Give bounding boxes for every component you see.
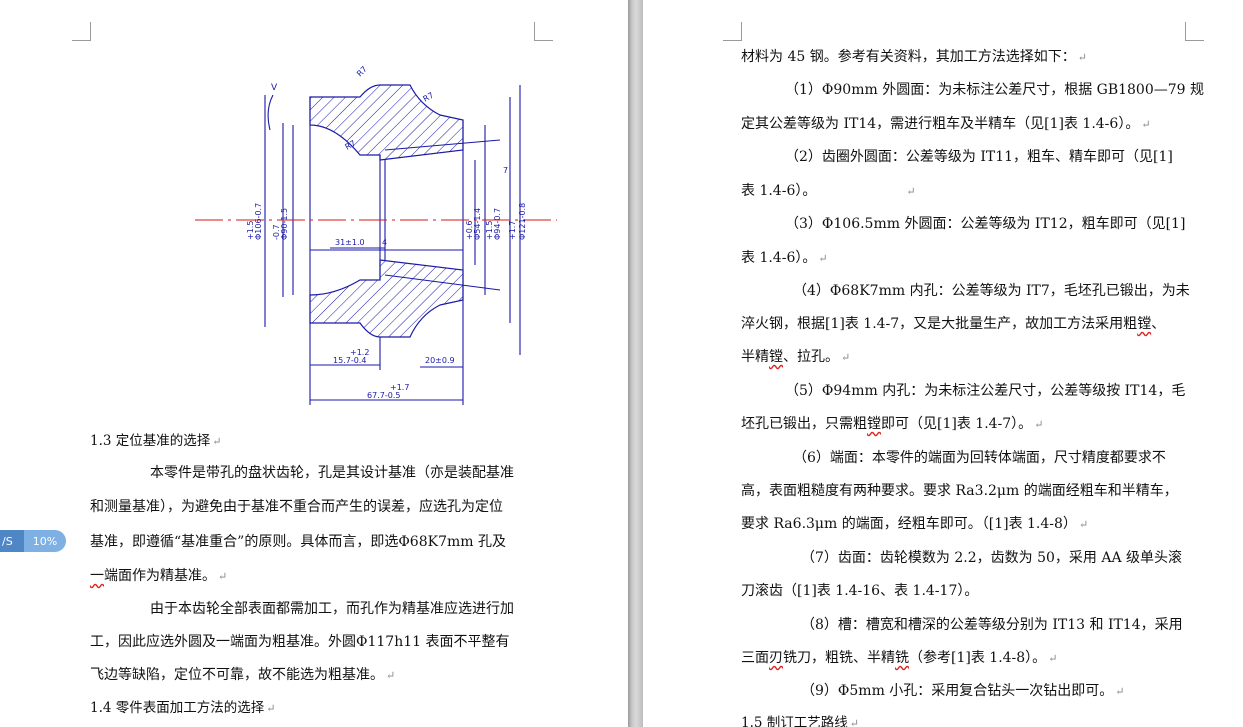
- section-heading-1-3: 1.3 定位基准的选择↵: [90, 433, 222, 449]
- list-item-3: （3）Φ106.5mm 外圆面：公差等级为 IT12，粗车即可（见[1]: [785, 216, 1186, 232]
- label-d-left2-tol: -0.7: [272, 224, 281, 240]
- section-heading-1-4: 1.4 零件表面加工方法的选择↵: [90, 700, 276, 716]
- zoom-indicator[interactable]: /S 10%: [0, 530, 66, 552]
- label-dim-31: 31±1.0: [335, 238, 365, 247]
- section-lower: [309, 259, 464, 338]
- document-page-left: R7 R7 R7 V +1.5 Φ106-0.7 -0.7 Φ90-1.5 +0…: [0, 22, 557, 716]
- label-right-tick: 7: [503, 166, 508, 175]
- paragraph-line: 表 1.4-6）。↵: [741, 183, 916, 199]
- paragraph-line: 由于本齿轮全部表面都需加工，而孔作为精基准应选进行加: [150, 601, 514, 617]
- crop-mark-top-left: [723, 22, 742, 41]
- label-d-left2: Φ90-1.5: [280, 208, 289, 240]
- section-upper: [309, 84, 464, 161]
- list-item-6: （6）端面：本零件的端面为回转体端面，尺寸精度都要求不: [793, 450, 1166, 466]
- label-d-left-tol: +1.5: [246, 221, 255, 240]
- zoom-indicator-left: /S: [0, 530, 24, 552]
- list-item-9: （9）Φ5mm 小孔：采用复合钻头一次钻出即可。↵: [801, 683, 1125, 699]
- label-d-outer: Φ121-0.8: [518, 203, 527, 240]
- list-item-8: （8）槽：槽宽和槽深的公差等级分别为 IT13 和 IT14，采用: [801, 617, 1183, 633]
- paragraph-line: 飞边等缺陷，定位不可靠，故不能选为粗基准。↵: [90, 667, 396, 683]
- page-gutter: [628, 0, 643, 727]
- label-r-top: R7: [355, 65, 369, 78]
- label-dim-677: 67.7-0.5: [367, 391, 400, 400]
- label-d-left: Φ106-0.7: [254, 203, 263, 240]
- list-item-4: （4）Φ68K7mm 内孔：公差等级为 IT7，毛坯孔已锻出，为未: [793, 283, 1190, 299]
- section-heading-1-5: 1.5 制订工艺路线↵: [741, 715, 859, 727]
- paragraph-line: 刀滚齿（[1]表 1.4-16、表 1.4-17）。: [741, 583, 979, 599]
- label-dim-157: 15.7-0.4: [333, 356, 366, 365]
- crop-mark-top-right: [534, 22, 553, 41]
- label-dim-157-tol: +1.2: [350, 348, 369, 357]
- label-v-mark: V: [271, 83, 278, 93]
- label-d-inner: Φ94-0.7: [493, 208, 502, 240]
- label-d-bore-tol: +0.6: [465, 221, 474, 240]
- paragraph-line: 三面刃铣刀，粗铣、半精铣（参考[1]表 1.4-8）。↵: [741, 650, 1058, 666]
- paragraph-line: 和测量基准），为避免由于基准不重合而产生的误差，应选孔为定位: [90, 499, 503, 515]
- paragraph-line: 高，表面粗糙度有两种要求。要求 Ra3.2μm 的端面经粗车和半精车，: [741, 483, 1178, 499]
- list-item-1: （1）Φ90mm 外圆面：为未标注公差尺寸，根据 GB1800—79 规: [785, 82, 1205, 98]
- label-d-outer-tol: +1.7: [508, 221, 517, 240]
- paragraph-line: 表 1.4-6）。↵: [741, 250, 828, 266]
- paragraph-line: 坯孔已锻出，只需粗镗即可（见[1]表 1.4-7）。↵: [741, 416, 1044, 432]
- paragraph-line: 本零件是带孔的盘状齿轮，孔是其设计基准（亦是装配基准: [150, 465, 514, 481]
- label-dim-677-tol: +1.7: [390, 383, 409, 392]
- paragraph-line: 要求 Ra6.3μm 的端面，经粗车即可。（[1]表 1.4-8）↵: [741, 516, 1089, 532]
- label-d-bore: Φ54-1.4: [473, 208, 482, 240]
- list-item-2: （2）齿圈外圆面：公差等级为 IT11，粗车、精车即可（见[1]: [785, 149, 1173, 165]
- label-dim-20: 20±0.9: [425, 356, 455, 365]
- paragraph-line: 半精镗、拉孔。↵: [741, 349, 851, 365]
- zoom-level: 10%: [24, 530, 66, 552]
- list-item-5: （5）Φ94mm 内孔：为未标注公差尺寸，公差等级按 IT14，毛: [785, 383, 1186, 399]
- paragraph-line: 工，因此应选外圆及一端面为粗基准。外圆Φ117h11 表面不平整有: [90, 634, 510, 650]
- label-r-right: R7: [422, 91, 436, 104]
- list-item-7: （7）齿面：齿轮模数为 2.2，齿数为 50，采用 AA 级单头滚: [801, 550, 1183, 566]
- crop-mark-top-right: [1185, 22, 1204, 41]
- gear-technical-drawing: R7 R7 R7 V +1.5 Φ106-0.7 -0.7 Φ90-1.5 +0…: [195, 65, 557, 405]
- paragraph-line: 淬火钢，根据[1]表 1.4-7，又是大批量生产，故加工方法采用粗镗、: [741, 316, 1166, 332]
- document-page-right: 材料为 45 钢。参考有关资料，其加工方法选择如下：↵ （1）Φ90mm 外圆面…: [643, 0, 1243, 727]
- paragraph-line: 基准，即遵循“基准重合”的原则。具体而言，即选Φ68K7mm 孔及: [90, 534, 506, 550]
- label-dim-4: 4: [382, 238, 387, 247]
- paragraph-line: 材料为 45 钢。参考有关资料，其加工方法选择如下：↵: [741, 49, 1087, 65]
- crop-mark-top-left: [72, 22, 91, 41]
- label-d-inner-tol: +1.5: [485, 221, 494, 240]
- paragraph-line: 定其公差等级为 IT14，需进行粗车及半精车（见[1]表 1.4-6）。↵: [741, 116, 1151, 132]
- paragraph-line: 一端面作为精基准。↵: [90, 568, 228, 584]
